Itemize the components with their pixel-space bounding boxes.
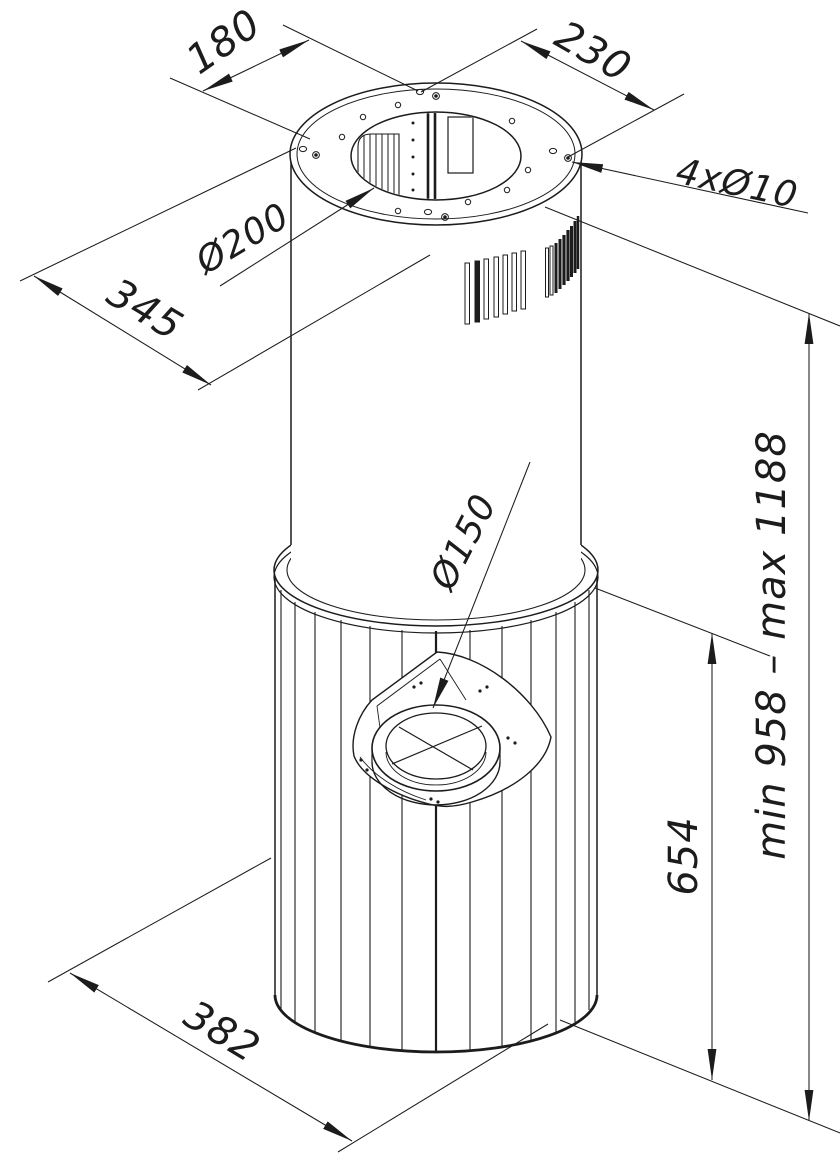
mounting-screws (298, 88, 572, 221)
mounting-flange (289, 82, 583, 226)
duct-collar (371, 704, 501, 806)
chimney-upper-cylinder (290, 157, 582, 577)
screw-dots (359, 681, 517, 804)
dim-label-height-range: min 958 – max 1188 (749, 430, 795, 860)
vent-slots (464, 216, 580, 325)
opening-internals (357, 113, 474, 199)
filter-cutaway (352, 651, 552, 808)
dim-label-654: 654 (661, 816, 707, 896)
lower-cylinder-body (273, 575, 599, 1054)
dimension-lines (19, 24, 840, 1153)
ring-holes (338, 101, 532, 215)
